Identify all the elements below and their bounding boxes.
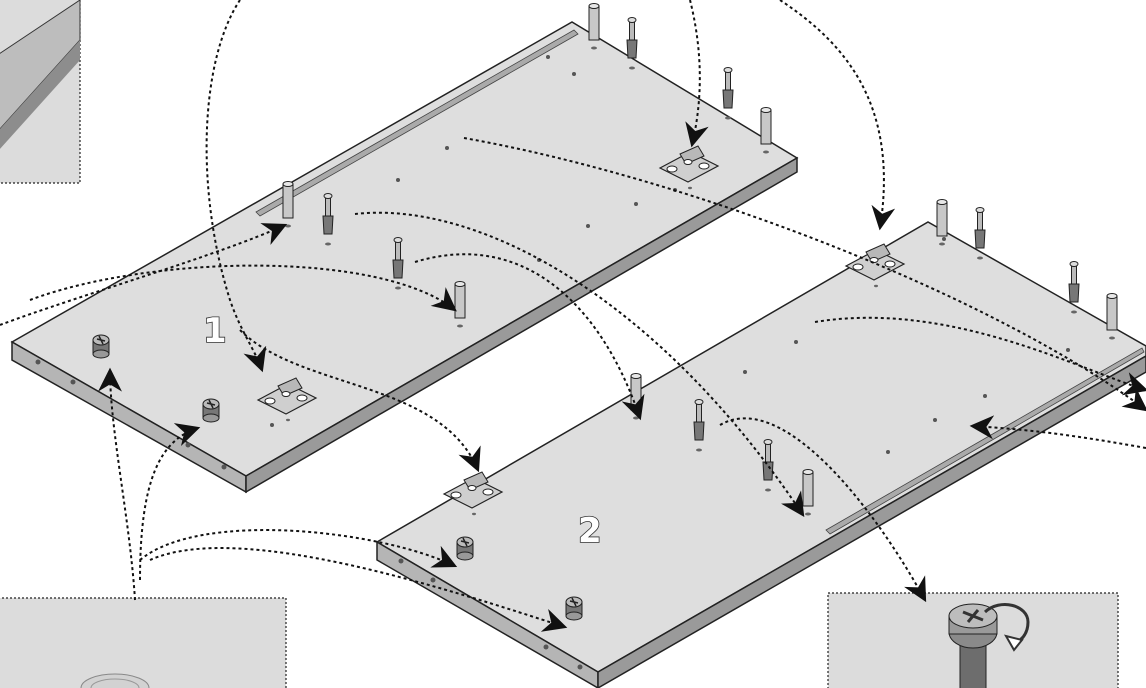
panel-number-2: 2: [578, 511, 602, 551]
arrows-group: [0, 0, 1146, 632]
panel-1: 1: [10, 21, 799, 494]
dowel: [760, 107, 772, 154]
panel-number-1: 1: [203, 311, 227, 351]
dowel: [1106, 293, 1118, 340]
dowel: [802, 469, 814, 516]
dowel: [588, 3, 600, 50]
detail-box-bottom-left: [0, 597, 287, 688]
dowel: [282, 181, 294, 228]
cam-lock-nut: [92, 334, 110, 359]
hardware-group: [92, 3, 1118, 621]
panel-2: 2: [375, 221, 1146, 688]
cam-bolt: [762, 439, 774, 492]
cam-lock-nut: [202, 398, 220, 423]
dowel: [936, 199, 948, 246]
cam-bolt: [1068, 261, 1080, 314]
hinge-plate: [442, 471, 504, 516]
cam-bolt: [693, 399, 705, 452]
cam-lock-nut: [456, 536, 474, 561]
cam-bolt: [722, 67, 734, 120]
hinge-plate: [658, 145, 720, 190]
cam-bolt: [322, 193, 334, 246]
cam-bolt: [626, 17, 638, 70]
cam-bolt: [974, 207, 986, 260]
cam-bolt: [392, 237, 404, 290]
hinge-plate: [844, 243, 906, 288]
screw-detail: [948, 603, 998, 688]
cam-lock-nut: [565, 596, 583, 621]
detail-box-top-left: [0, 0, 81, 184]
detail-box-bottom-right: [827, 592, 1119, 688]
hinge-plate: [256, 377, 318, 422]
